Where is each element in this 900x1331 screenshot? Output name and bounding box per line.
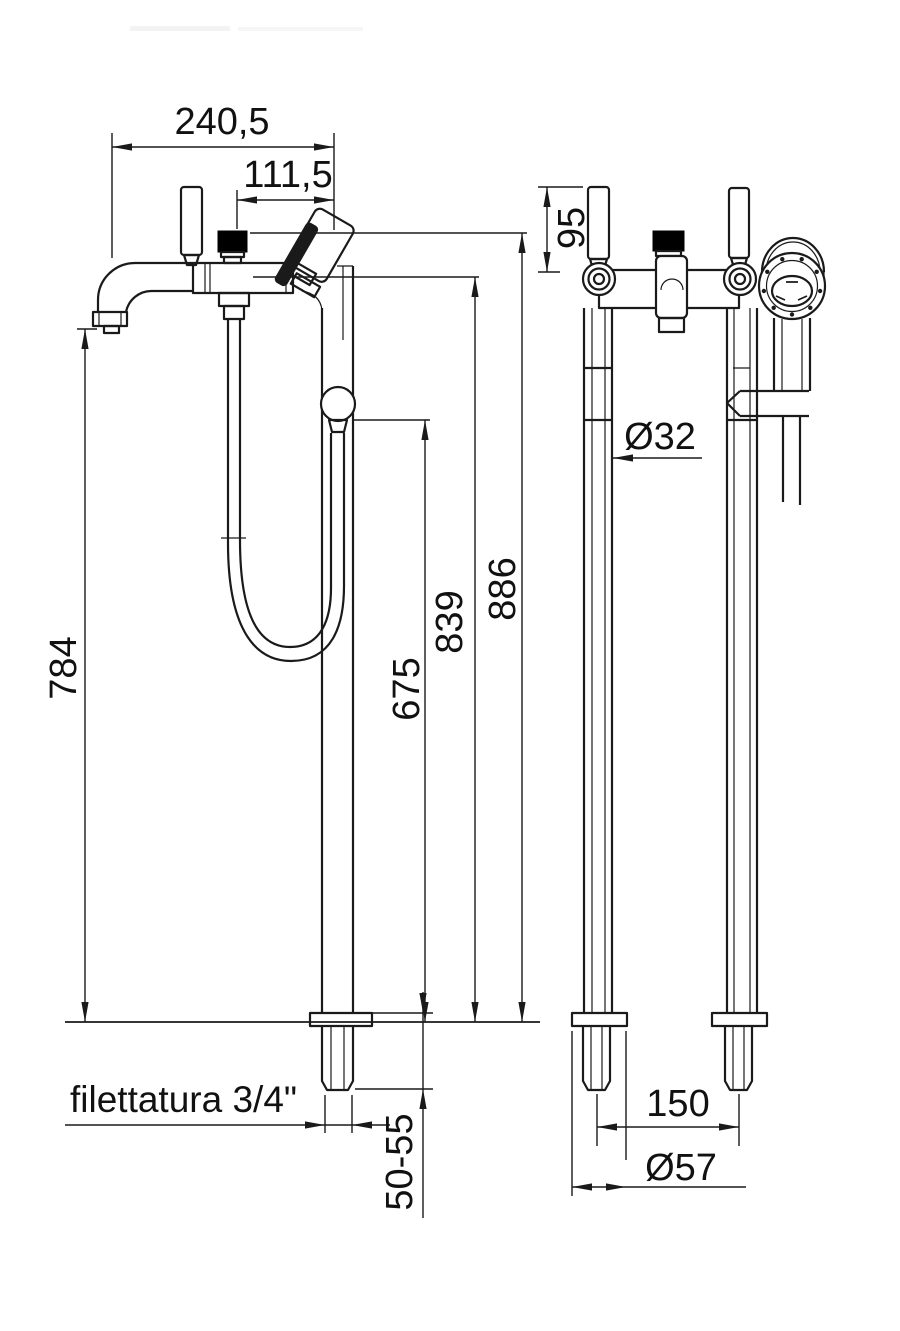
side-column-left [582, 308, 614, 1013]
cartridge-cap [217, 230, 248, 253]
hand-shower-side [725, 236, 827, 505]
front-floor-flange [308, 1011, 374, 1028]
spray-nozzles [761, 257, 823, 317]
dim-under-floor-adjustment: 50-55 [379, 1113, 421, 1210]
front-lever-cone [182, 253, 201, 267]
mixer-lever-foot [657, 316, 686, 334]
diverter-nut [217, 291, 251, 308]
shower-hose-side [781, 416, 802, 505]
dim-flange-diameter: Ø57 [645, 1147, 717, 1189]
shower-holder-arc [760, 236, 826, 273]
scan-artifact [130, 26, 230, 31]
spout-inner [124, 289, 193, 313]
front-view [91, 185, 374, 1092]
dimension-lines [65, 133, 746, 1218]
dimension-labels: 240,5 111,5 95 784 675 839 886 Ø32 filet… [43, 101, 717, 1211]
side-lever-right [727, 186, 751, 260]
side-flange-left [570, 1011, 629, 1028]
hose-loop-outer [226, 433, 346, 663]
ball-joint [319, 385, 357, 423]
mixer-cartridge-cap [652, 230, 685, 252]
thread-note: filettatura 3/4" [70, 1079, 297, 1120]
side-flange-right [710, 1011, 769, 1028]
diverter-pipe [222, 304, 246, 321]
shower-handle [772, 318, 812, 391]
dim-hose-elbow-height: 675 [386, 657, 428, 720]
spray-plate [770, 274, 814, 308]
shower-hose [226, 319, 242, 543]
swivel-joint-left [581, 261, 617, 297]
side-view [570, 185, 827, 1092]
shower-face [757, 251, 827, 321]
dim-diverter-height: 839 [429, 590, 471, 653]
spout-outline [96, 261, 193, 312]
front-lever-handle [179, 185, 204, 257]
front-column [320, 266, 355, 1013]
spout-end-cap [91, 310, 129, 328]
swivel-joint-right [722, 261, 758, 297]
dim-handle-height: 95 [551, 207, 593, 249]
shower-bracket [725, 389, 809, 418]
dim-inlet-spacing: 150 [646, 1083, 709, 1125]
dim-spout-projection: 111,5 [243, 154, 332, 196]
scan-artifact [238, 27, 363, 31]
side-column-right [725, 308, 759, 1013]
dim-column-diameter: Ø32 [624, 416, 696, 458]
dim-overall-height: 886 [482, 557, 524, 620]
dim-total-width: 240,5 [174, 101, 269, 143]
ball-joint-nut [327, 418, 349, 434]
dim-spout-outlet-height: 784 [43, 636, 85, 699]
front-thread [320, 1026, 355, 1092]
hose-loop-inner [238, 433, 333, 649]
spout-tip [102, 324, 121, 335]
